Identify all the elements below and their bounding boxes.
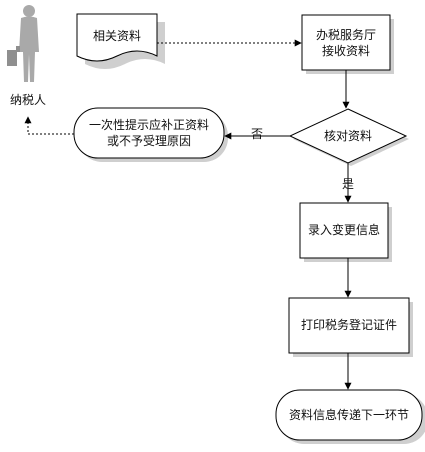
- transfer-label: 资料信息传递下一环节: [288, 408, 409, 422]
- materials-label: 相关资料: [92, 29, 141, 43]
- reception-box: [301, 14, 394, 74]
- no-label: 否: [250, 127, 263, 141]
- notify-terminator: [73, 107, 228, 162]
- person-label: 纳税人: [9, 93, 46, 107]
- yes-label: 是: [341, 177, 354, 191]
- verify-label: 核对资料: [323, 129, 372, 143]
- transfer-terminator: [275, 389, 425, 444]
- record-label: 录入变更信息: [307, 223, 380, 237]
- edge-notify-to-person: [24, 116, 74, 135]
- verify-diamond: [288, 108, 409, 166]
- person-icon: [7, 5, 39, 82]
- reception-label: 办税服务厅 接收资料: [302, 27, 390, 59]
- notify-label-line2: 或不予受理原因: [106, 134, 191, 148]
- notify-label-line1: 一次性提示应补正资料: [88, 118, 209, 132]
- print-label: 打印税务登记证件: [300, 318, 397, 332]
- notify-label: 一次性提示应补正资料 或不予受理原因: [74, 117, 224, 149]
- print-box: [288, 297, 413, 357]
- materials-document: [76, 13, 165, 69]
- reception-label-line1: 办税服务厅: [315, 28, 376, 42]
- reception-label-line2: 接收资料: [321, 44, 370, 58]
- record-box: [299, 202, 392, 262]
